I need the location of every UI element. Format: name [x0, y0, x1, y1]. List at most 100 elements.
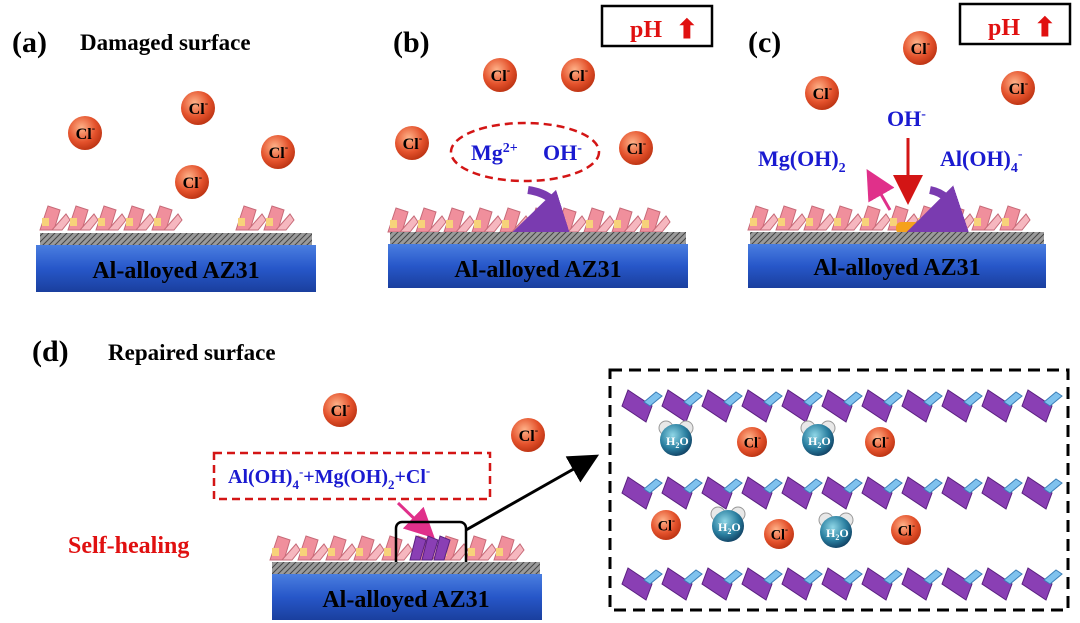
chloride-ion-label: Cl-: [331, 400, 351, 420]
panel-d-substrate-label: Al-alloyed AZ31: [322, 587, 489, 613]
ldh-purple-sheet: [861, 389, 893, 423]
coating-flake: [266, 218, 273, 226]
panel-b-ion-1: Cl-: [483, 58, 517, 92]
ldh-purple-sheet: [981, 389, 1013, 423]
coating-flake: [70, 218, 77, 226]
ldh-purple-sheet: [861, 567, 893, 601]
chloride-ion-label: Cl-: [911, 38, 931, 58]
panel-b-substrate-label: Al-alloyed AZ31: [454, 257, 621, 283]
ldh-blue-sheet: [923, 569, 943, 585]
healed-flake: [433, 535, 451, 561]
panel-a-letter: (a): [12, 26, 47, 59]
water-label: H2O: [826, 526, 849, 542]
panel-c-aloh4-label: Al(OH)4-: [940, 146, 1023, 176]
inset-ion-4: Cl-: [764, 519, 794, 549]
inset-water-1: H2O: [658, 420, 694, 456]
coating-flake: [862, 218, 869, 226]
panel-a-layer: [39, 205, 295, 231]
ldh-blue-sheet: [683, 391, 703, 407]
ldh-blue-sheet: [843, 391, 863, 407]
ldh-purple-sheet: [781, 476, 813, 510]
ldh-blue-sheet: [763, 478, 783, 494]
ldh-blue-sheet: [963, 391, 983, 407]
panel-b-letter: (b): [393, 26, 430, 59]
ldh-purple-sheet: [701, 567, 733, 601]
ldh-purple-sheet: [621, 389, 653, 423]
inset-water-2: H2O: [800, 420, 836, 456]
chloride-ion-ball: [764, 519, 794, 549]
coating-flake: [98, 218, 105, 226]
water-molecule: [660, 424, 692, 456]
ldh-blue-sheet: [803, 478, 823, 494]
self-healing-label: Self-healing: [68, 533, 189, 559]
coating-flake: [468, 548, 475, 556]
chloride-ion-ball: [651, 510, 681, 540]
panel-d-healed-purple: [409, 535, 451, 561]
panel-c-ion-1: Cl-: [903, 31, 937, 65]
ldh-blue-sheet: [923, 391, 943, 407]
panel-b-oh-ion: OH-: [543, 140, 582, 165]
chloride-ion-label: Cl-: [898, 521, 915, 540]
chloride-ion-label: Cl-: [491, 65, 511, 85]
coating-flake: [1010, 213, 1031, 231]
panel-b: (b) pH ⬆ Cl- Cl- Cl- Cl- Mg2+ OH- Al-all…: [387, 4, 714, 288]
panel-c-oh-label: OH-: [887, 106, 926, 131]
chloride-ion-label: Cl-: [744, 433, 761, 452]
ldh-purple-sheet: [981, 567, 1013, 601]
panel-a-title: Damaged surface: [80, 30, 251, 55]
chloride-ion-label: Cl-: [76, 123, 96, 143]
panel-c-ph-text: pH: [988, 15, 1020, 41]
ldh-purple-sheet: [1021, 567, 1053, 601]
panel-b-layer: [387, 207, 671, 233]
ldh-blue-sheet: [763, 391, 783, 407]
coating-flake: [496, 548, 503, 556]
ldh-purple-sheet: [861, 476, 893, 510]
panel-c-mgoh2-arrow: [866, 168, 895, 211]
ldh-blue-sheet: [683, 478, 703, 494]
coating-flake: [474, 220, 481, 228]
coating-flake: [154, 218, 161, 226]
ldh-blue-sheet: [843, 569, 863, 585]
coating-flake: [778, 218, 785, 226]
ldh-purple-sheet: [781, 389, 813, 423]
ldh-purple-sheet: [621, 476, 653, 510]
coating-flake: [328, 548, 335, 556]
ldh-blue-sheet: [1043, 391, 1063, 407]
panel-d-ion-1: Cl-: [323, 393, 357, 427]
inset-water-4: H2O: [818, 512, 854, 548]
chloride-ion-ball: [903, 31, 937, 65]
panel-b-ion-2: Cl-: [561, 58, 595, 92]
coating-flake: [834, 218, 841, 226]
chloride-ion-ball: [68, 116, 102, 150]
chloride-ion-label: Cl-: [627, 138, 647, 158]
ldh-blue-sheet: [683, 569, 703, 585]
chloride-ion-label: Cl-: [872, 433, 889, 452]
healed-flake: [409, 535, 427, 561]
coating-flake: [418, 220, 425, 228]
coating-flake: [530, 220, 537, 228]
ldh-purple-sheet: [821, 476, 853, 510]
ldh-blue-sheet: [803, 569, 823, 585]
ldh-purple-sheet: [661, 476, 693, 510]
ldh-blue-sheet: [963, 569, 983, 585]
water-molecule: [712, 510, 744, 542]
water-label: H2O: [718, 520, 741, 536]
ldh-purple-sheet: [941, 389, 973, 423]
chloride-ion-label: Cl-: [1009, 78, 1029, 98]
ldh-blue-sheet: [723, 569, 743, 585]
chloride-ion-label: Cl-: [269, 142, 289, 162]
panel-d-letter: (d): [32, 335, 69, 368]
coating-flake: [806, 218, 813, 226]
panel-c-substrate: [748, 244, 1046, 288]
ldh-purple-sheet: [941, 567, 973, 601]
ldh-purple-sheet: [701, 389, 733, 423]
panel-b-mg-ion: Mg2+: [471, 140, 518, 165]
ldh-purple-sheet: [621, 567, 653, 601]
ldh-blue-sheet: [643, 391, 663, 407]
ldh-purple-sheet: [1021, 476, 1053, 510]
ldh-purple-sheet: [661, 567, 693, 601]
chloride-ion-label: Cl-: [183, 172, 203, 192]
panel-a-ion-2: Cl-: [181, 91, 215, 125]
panel-d-equation: Al(OH)4-+Mg(OH)2+Cl-: [228, 463, 430, 492]
ldh-blue-sheet: [1043, 569, 1063, 585]
